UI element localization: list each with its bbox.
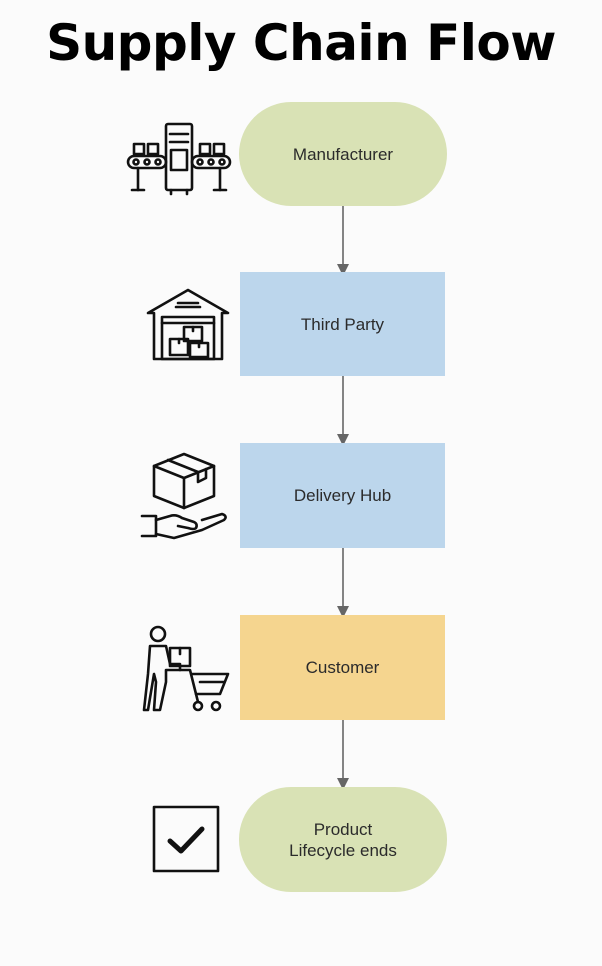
node-third-party-label: Third Party [300,314,385,334]
node-customer: Customer [240,615,445,720]
warehouse-icon [146,288,230,361]
shopper-cart-icon [142,625,230,712]
node-delivery-hub: Delivery Hub [240,443,445,548]
page-title: Supply Chain Flow [46,14,556,72]
node-third-party: Third Party [240,272,445,376]
factory-conveyor-icon [126,122,232,196]
node-lifecycle-label: Product Lifecycle ends [289,819,397,860]
node-delivery-hub-label: Delivery Hub [293,486,392,505]
box-on-hand-icon [140,452,227,540]
node-customer-label: Customer [305,658,380,677]
node-product-lifecycle-ends: Product Lifecycle ends [239,787,447,892]
node-manufacturer-label: Manufacturer [292,144,394,164]
node-manufacturer: Manufacturer [239,102,447,206]
checkmark-box-icon [152,805,220,873]
